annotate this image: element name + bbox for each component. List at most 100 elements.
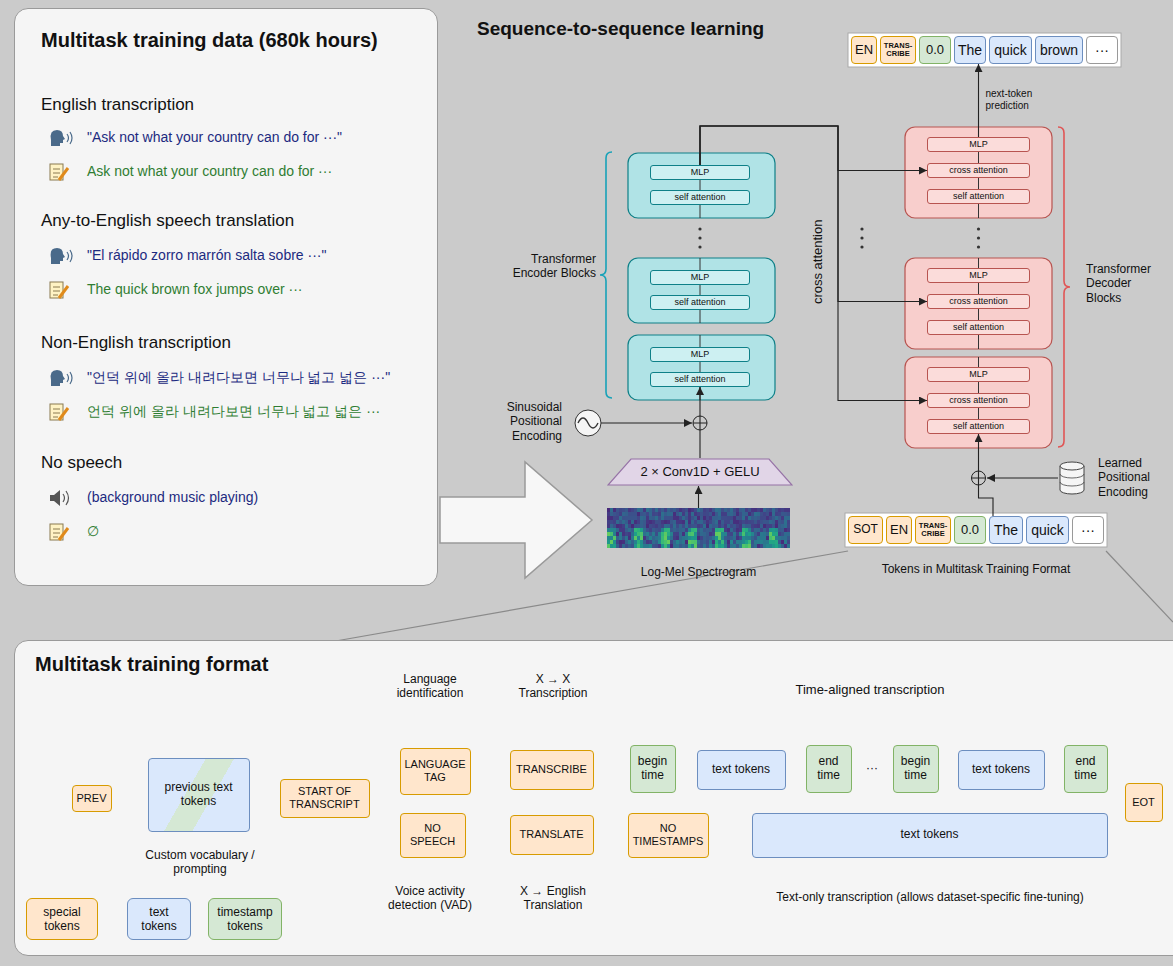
timestamp-token: begin time bbox=[630, 745, 676, 793]
decoder-layer: cross attention bbox=[927, 294, 1030, 309]
dot bbox=[860, 236, 863, 239]
cylinder-top bbox=[1060, 462, 1084, 470]
node-label: TRANSCRIBE bbox=[516, 763, 587, 776]
task-label: Voice activity detection (VAD) bbox=[372, 884, 488, 913]
decoder-brace bbox=[1058, 127, 1070, 447]
bracket-label: Text-only transcription (allows dataset-… bbox=[770, 890, 1090, 904]
timestamp-token: end time bbox=[1064, 745, 1108, 793]
caption: Log-Mel Spectrogram bbox=[607, 566, 790, 580]
encoding-arrow bbox=[987, 478, 1058, 479]
node-label: previous text tokens bbox=[152, 781, 246, 809]
special-token: NO TIMESTAMPS bbox=[628, 813, 709, 858]
node-label: self attention bbox=[674, 374, 725, 384]
node-label: NO TIMESTAMPS bbox=[632, 822, 705, 847]
edge-label: ··· bbox=[861, 761, 883, 775]
task-label: Custom vocabulary / prompting bbox=[125, 848, 275, 877]
ellipsis-dots bbox=[698, 227, 980, 248]
panel-text: (background music playing) bbox=[87, 489, 258, 505]
speaker-icon bbox=[51, 370, 72, 386]
special-token: LANGUAGE TAG bbox=[400, 748, 471, 795]
spectrogram: Log-Mel Spectrogram bbox=[607, 508, 790, 580]
flow-label: cross attention bbox=[810, 217, 826, 307]
node-label: ··· bbox=[1095, 42, 1109, 58]
encoder-block bbox=[628, 153, 775, 218]
text-token: text tokens bbox=[958, 750, 1045, 790]
node-label: self attention bbox=[953, 421, 1004, 431]
encoding-label: Sinusoidal Positional Encoding bbox=[490, 400, 562, 443]
text-token: text tokens bbox=[752, 813, 1108, 858]
encoder-layer: MLP bbox=[650, 347, 750, 362]
dot bbox=[698, 245, 701, 248]
task-label: Language identification bbox=[378, 672, 482, 701]
sine-wave bbox=[578, 418, 598, 428]
node-label: quick bbox=[994, 42, 1027, 58]
decoder-layer: cross attention bbox=[927, 163, 1030, 178]
dot bbox=[977, 227, 980, 230]
residual-line bbox=[700, 258, 701, 323]
node-label: cross attention bbox=[949, 395, 1008, 405]
panel-text: "언덕 위에 올라 내려다보면 너무나 넓고 넓은 ···" bbox=[87, 369, 390, 385]
decoder-layer: self attention bbox=[927, 419, 1030, 434]
panel-title: Multitask training data (680k hours) bbox=[41, 29, 378, 52]
node-label: SOT bbox=[853, 523, 878, 537]
node-label: START OF TRANSCRIPT bbox=[284, 785, 366, 810]
encoder-layer: self attention bbox=[650, 372, 750, 387]
row-caption: Tokens in Multitask Training Format bbox=[846, 562, 1106, 576]
encoding-arrow bbox=[601, 423, 692, 424]
dot bbox=[860, 227, 863, 230]
node-label: text tokens bbox=[972, 763, 1030, 777]
loudspeaker-icon bbox=[50, 490, 69, 506]
spectrogram-image bbox=[607, 508, 790, 548]
task-label: X → English Translation bbox=[496, 884, 610, 913]
node-label: ··· bbox=[1081, 522, 1095, 538]
node-label: The bbox=[958, 42, 982, 58]
speaker-icon bbox=[51, 130, 72, 146]
special-token: TRANSCRIBE bbox=[510, 750, 594, 790]
node-label: self attention bbox=[953, 191, 1004, 201]
node-label: NO SPEECH bbox=[404, 822, 462, 847]
encoder-layer: MLP bbox=[650, 165, 750, 180]
panel-text: Non-English transcription bbox=[41, 333, 231, 353]
data-panel: Multitask training data (680k hours)Engl… bbox=[14, 8, 438, 586]
node-label: begin time bbox=[634, 755, 672, 783]
section-title: Sequence-to-sequence learning bbox=[477, 18, 877, 41]
node-label: MLP bbox=[969, 270, 988, 280]
decoder-blocks bbox=[905, 127, 1052, 448]
node-label: cross attention bbox=[949, 165, 1008, 175]
panel-text: No speech bbox=[41, 453, 122, 473]
token: 0.0 bbox=[954, 516, 986, 544]
timestamp-token: end time bbox=[806, 745, 852, 793]
decoder-block bbox=[905, 127, 1052, 218]
node-label: MLP bbox=[691, 167, 710, 177]
notepad-icon bbox=[50, 282, 68, 298]
legend-text: timestamp tokens bbox=[213, 905, 277, 934]
special-token: START OF TRANSCRIPT bbox=[280, 779, 370, 818]
token-strip bbox=[848, 33, 1121, 67]
text-token: text tokens bbox=[697, 750, 786, 790]
encoder-layer: self attention bbox=[650, 190, 750, 205]
node-label: self attention bbox=[674, 297, 725, 307]
connector bbox=[979, 434, 994, 516]
panel-text: Any-to-English speech translation bbox=[41, 211, 294, 231]
dot bbox=[698, 227, 701, 230]
token: TRANS- CRIBE bbox=[915, 516, 951, 544]
panel-text: "Ask not what your country can do for ··… bbox=[87, 129, 342, 145]
timestamp-token: begin time bbox=[893, 745, 939, 793]
token: brown bbox=[1035, 36, 1083, 64]
encoder-layer: MLP bbox=[650, 270, 750, 285]
cylinder-ring bbox=[1060, 474, 1084, 486]
dot bbox=[860, 245, 863, 248]
legend-swatch: text tokens bbox=[127, 898, 191, 940]
learned-encoding-symbol bbox=[987, 462, 1084, 494]
node-label: TRANS- CRIBE bbox=[884, 42, 912, 59]
token: TRANS- CRIBE bbox=[880, 36, 916, 64]
edge-label: next-token prediction bbox=[986, 88, 1052, 112]
legend-swatch: timestamp tokens bbox=[208, 898, 282, 940]
token: The bbox=[989, 516, 1023, 544]
bracket-label: Time-aligned transcription bbox=[720, 682, 1020, 698]
token: quick bbox=[1026, 516, 1069, 544]
block-label: Transformer Encoder Blocks bbox=[508, 252, 596, 281]
token: EN bbox=[851, 36, 877, 64]
panel-text: "El rápido zorro marrón salta sobre ···" bbox=[87, 247, 326, 263]
encoder-brace bbox=[600, 152, 612, 398]
